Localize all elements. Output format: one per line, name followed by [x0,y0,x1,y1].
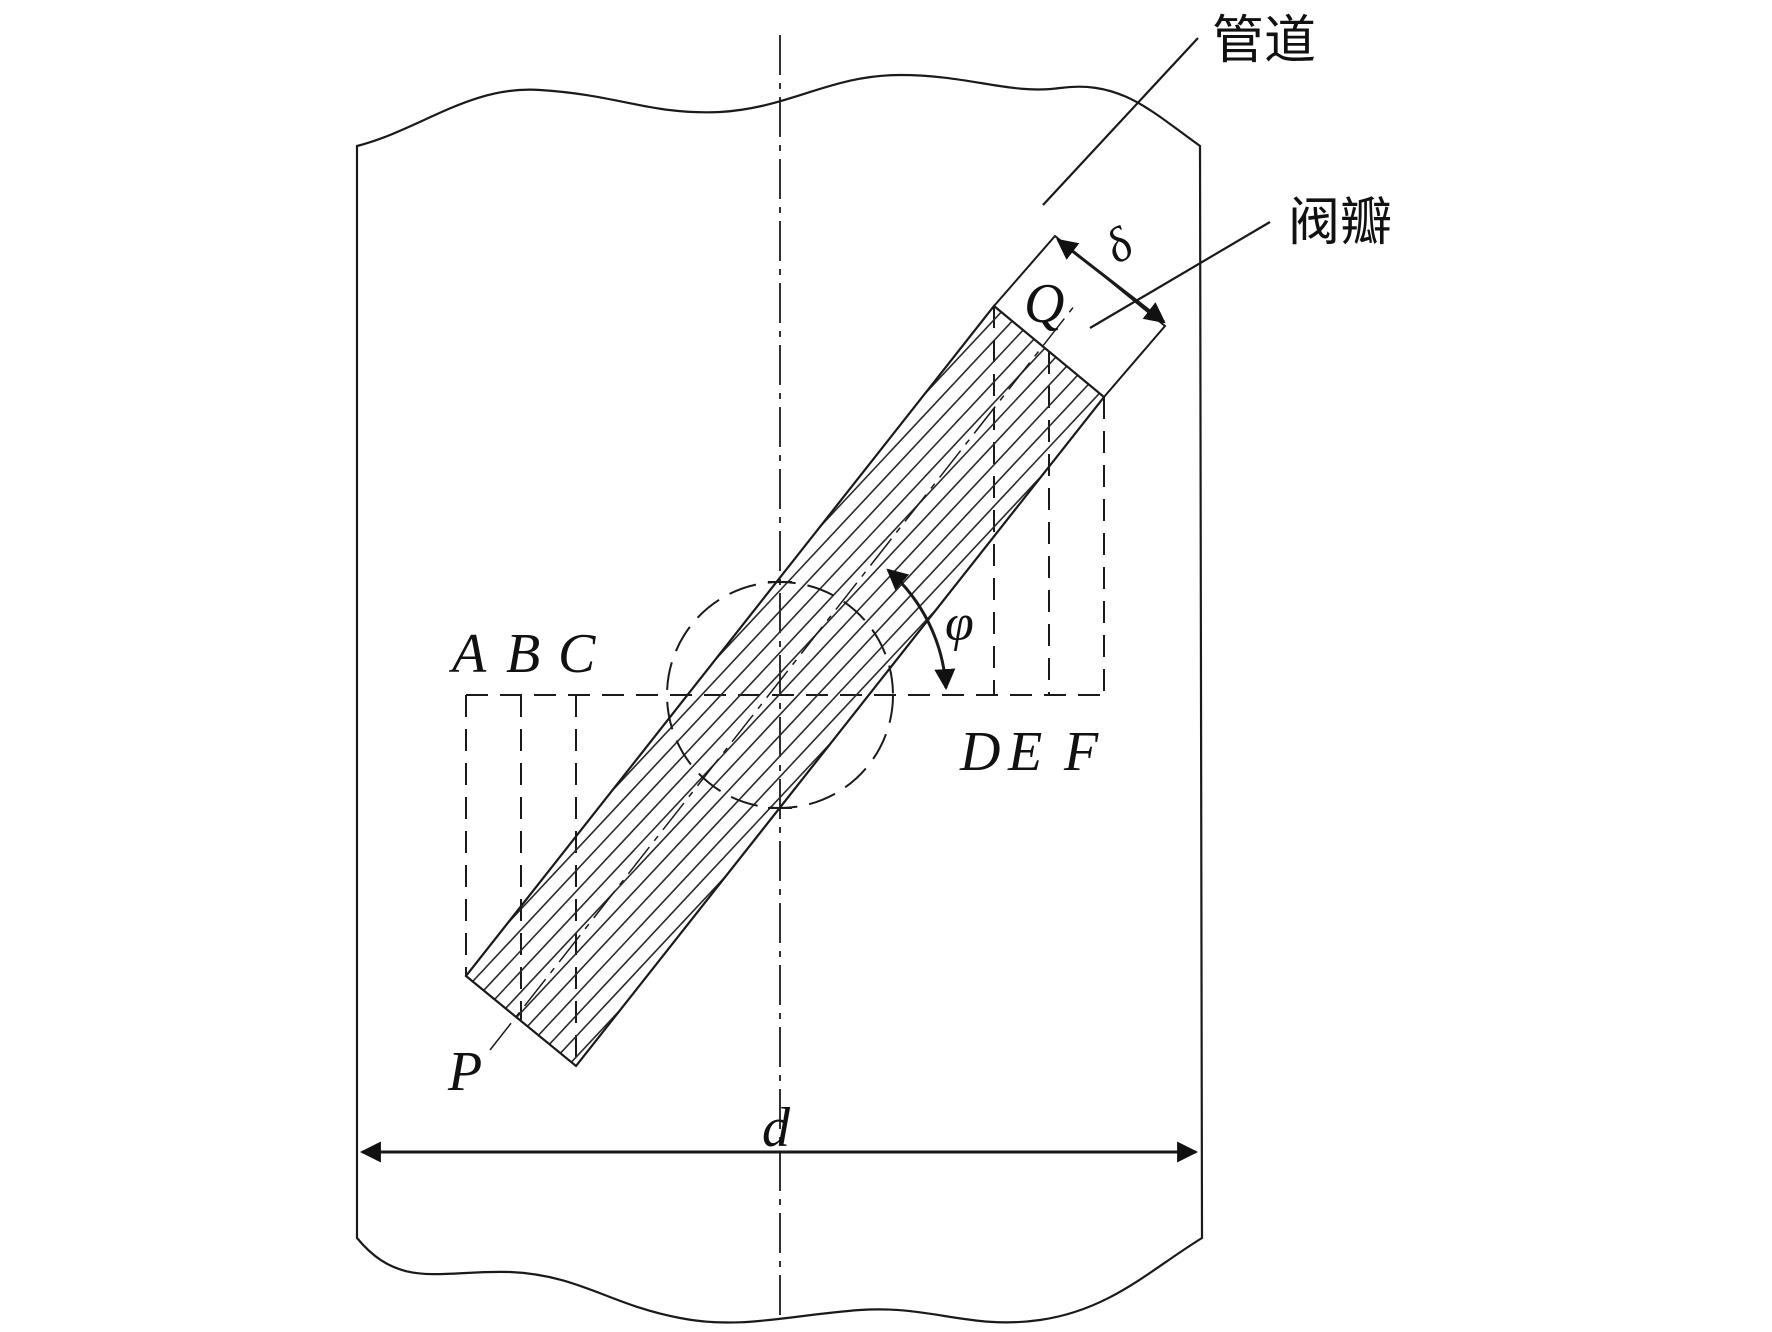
point-E-label: E [1007,721,1042,783]
point-A-label: A [448,623,487,685]
angle-phi-label: φ [945,595,974,652]
delta-label: δ [1096,217,1142,274]
projection-lines [465,306,1105,1066]
point-P-label: P [447,1041,482,1103]
disc-leader-line [1089,221,1271,329]
point-Q-label: Q [1024,273,1064,335]
pipe-leader-line [1042,37,1199,206]
point-C-label: C [558,623,596,685]
diameter-d-label: d [762,1097,791,1159]
hub-circle [666,581,894,809]
delta-thickness-arrow [1056,238,1166,324]
pipe-label: 管道 [1212,11,1316,71]
point-B-label: B [506,623,540,685]
disc-label: 阀瓣 [1288,193,1392,253]
phi-angle-arrow [886,568,956,691]
point-F-label: F [1063,721,1099,783]
point-D-label: D [959,721,1000,783]
valve-disc [464,234,1167,1068]
pipe-outline [355,73,1204,1324]
